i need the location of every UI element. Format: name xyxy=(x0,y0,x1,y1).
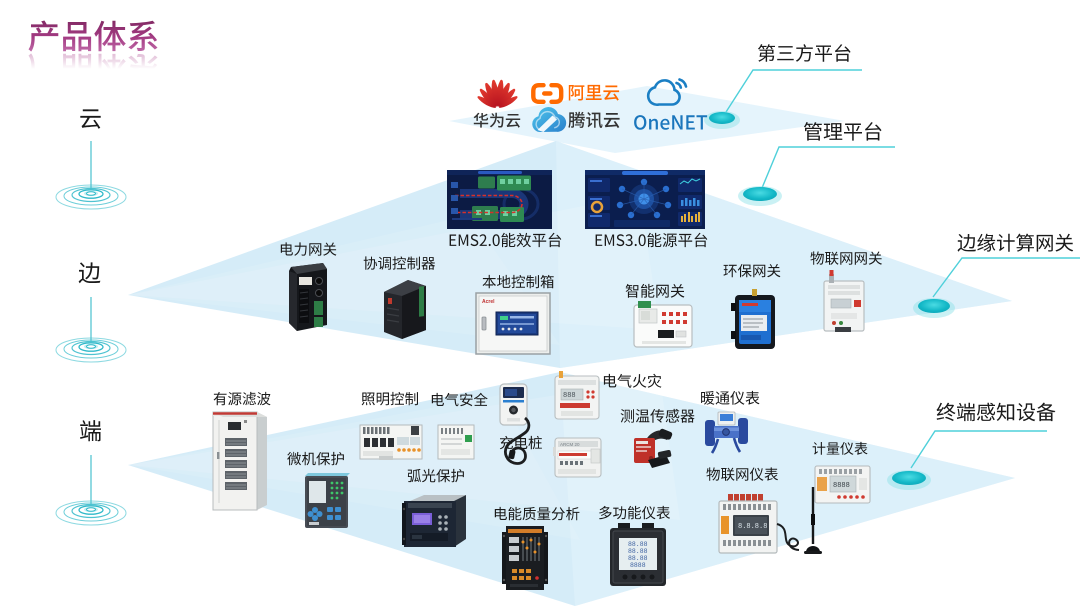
svg-text:8888: 8888 xyxy=(630,562,646,569)
svg-text:88.88: 88.88 xyxy=(628,548,648,555)
svg-text:88.88: 88.88 xyxy=(628,541,648,548)
svg-text:ARCM 20: ARCM 20 xyxy=(560,442,580,447)
svg-text:8888: 8888 xyxy=(833,482,850,490)
svg-text:8.8.8.8: 8.8.8.8 xyxy=(738,523,767,531)
svg-text:88.88: 88.88 xyxy=(628,555,648,562)
svg-text:Acrel: Acrel xyxy=(482,299,495,305)
svg-text:888: 888 xyxy=(563,392,576,400)
